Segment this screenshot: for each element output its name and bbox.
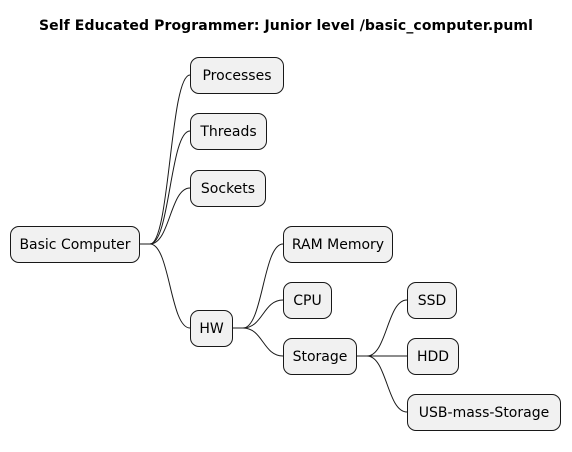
node-processes: Processes (190, 57, 284, 94)
link-storage-ssd (357, 299, 408, 357)
node-threads: Threads (190, 113, 267, 150)
link-hw-storage (233, 327, 284, 357)
link-root-processes (140, 74, 191, 245)
node-ram-memory: RAM Memory (283, 226, 393, 263)
node-sockets: Sockets (190, 170, 266, 207)
node-hw: HW (190, 310, 233, 347)
node-usb-mass-storage: USB-mass-Storage (407, 394, 561, 431)
node-storage: Storage (283, 338, 357, 375)
link-hw-ram (233, 243, 284, 329)
link-root-threads (140, 130, 191, 245)
node-hdd: HDD (407, 338, 459, 375)
diagram-title: Self Educated Programmer: Junior level /… (38, 18, 534, 34)
link-root-hw (140, 243, 191, 329)
node-ssd: SSD (407, 282, 457, 319)
node-cpu: CPU (283, 282, 332, 319)
node-basic-computer: Basic Computer (10, 226, 140, 263)
link-storage-usb (357, 355, 408, 413)
